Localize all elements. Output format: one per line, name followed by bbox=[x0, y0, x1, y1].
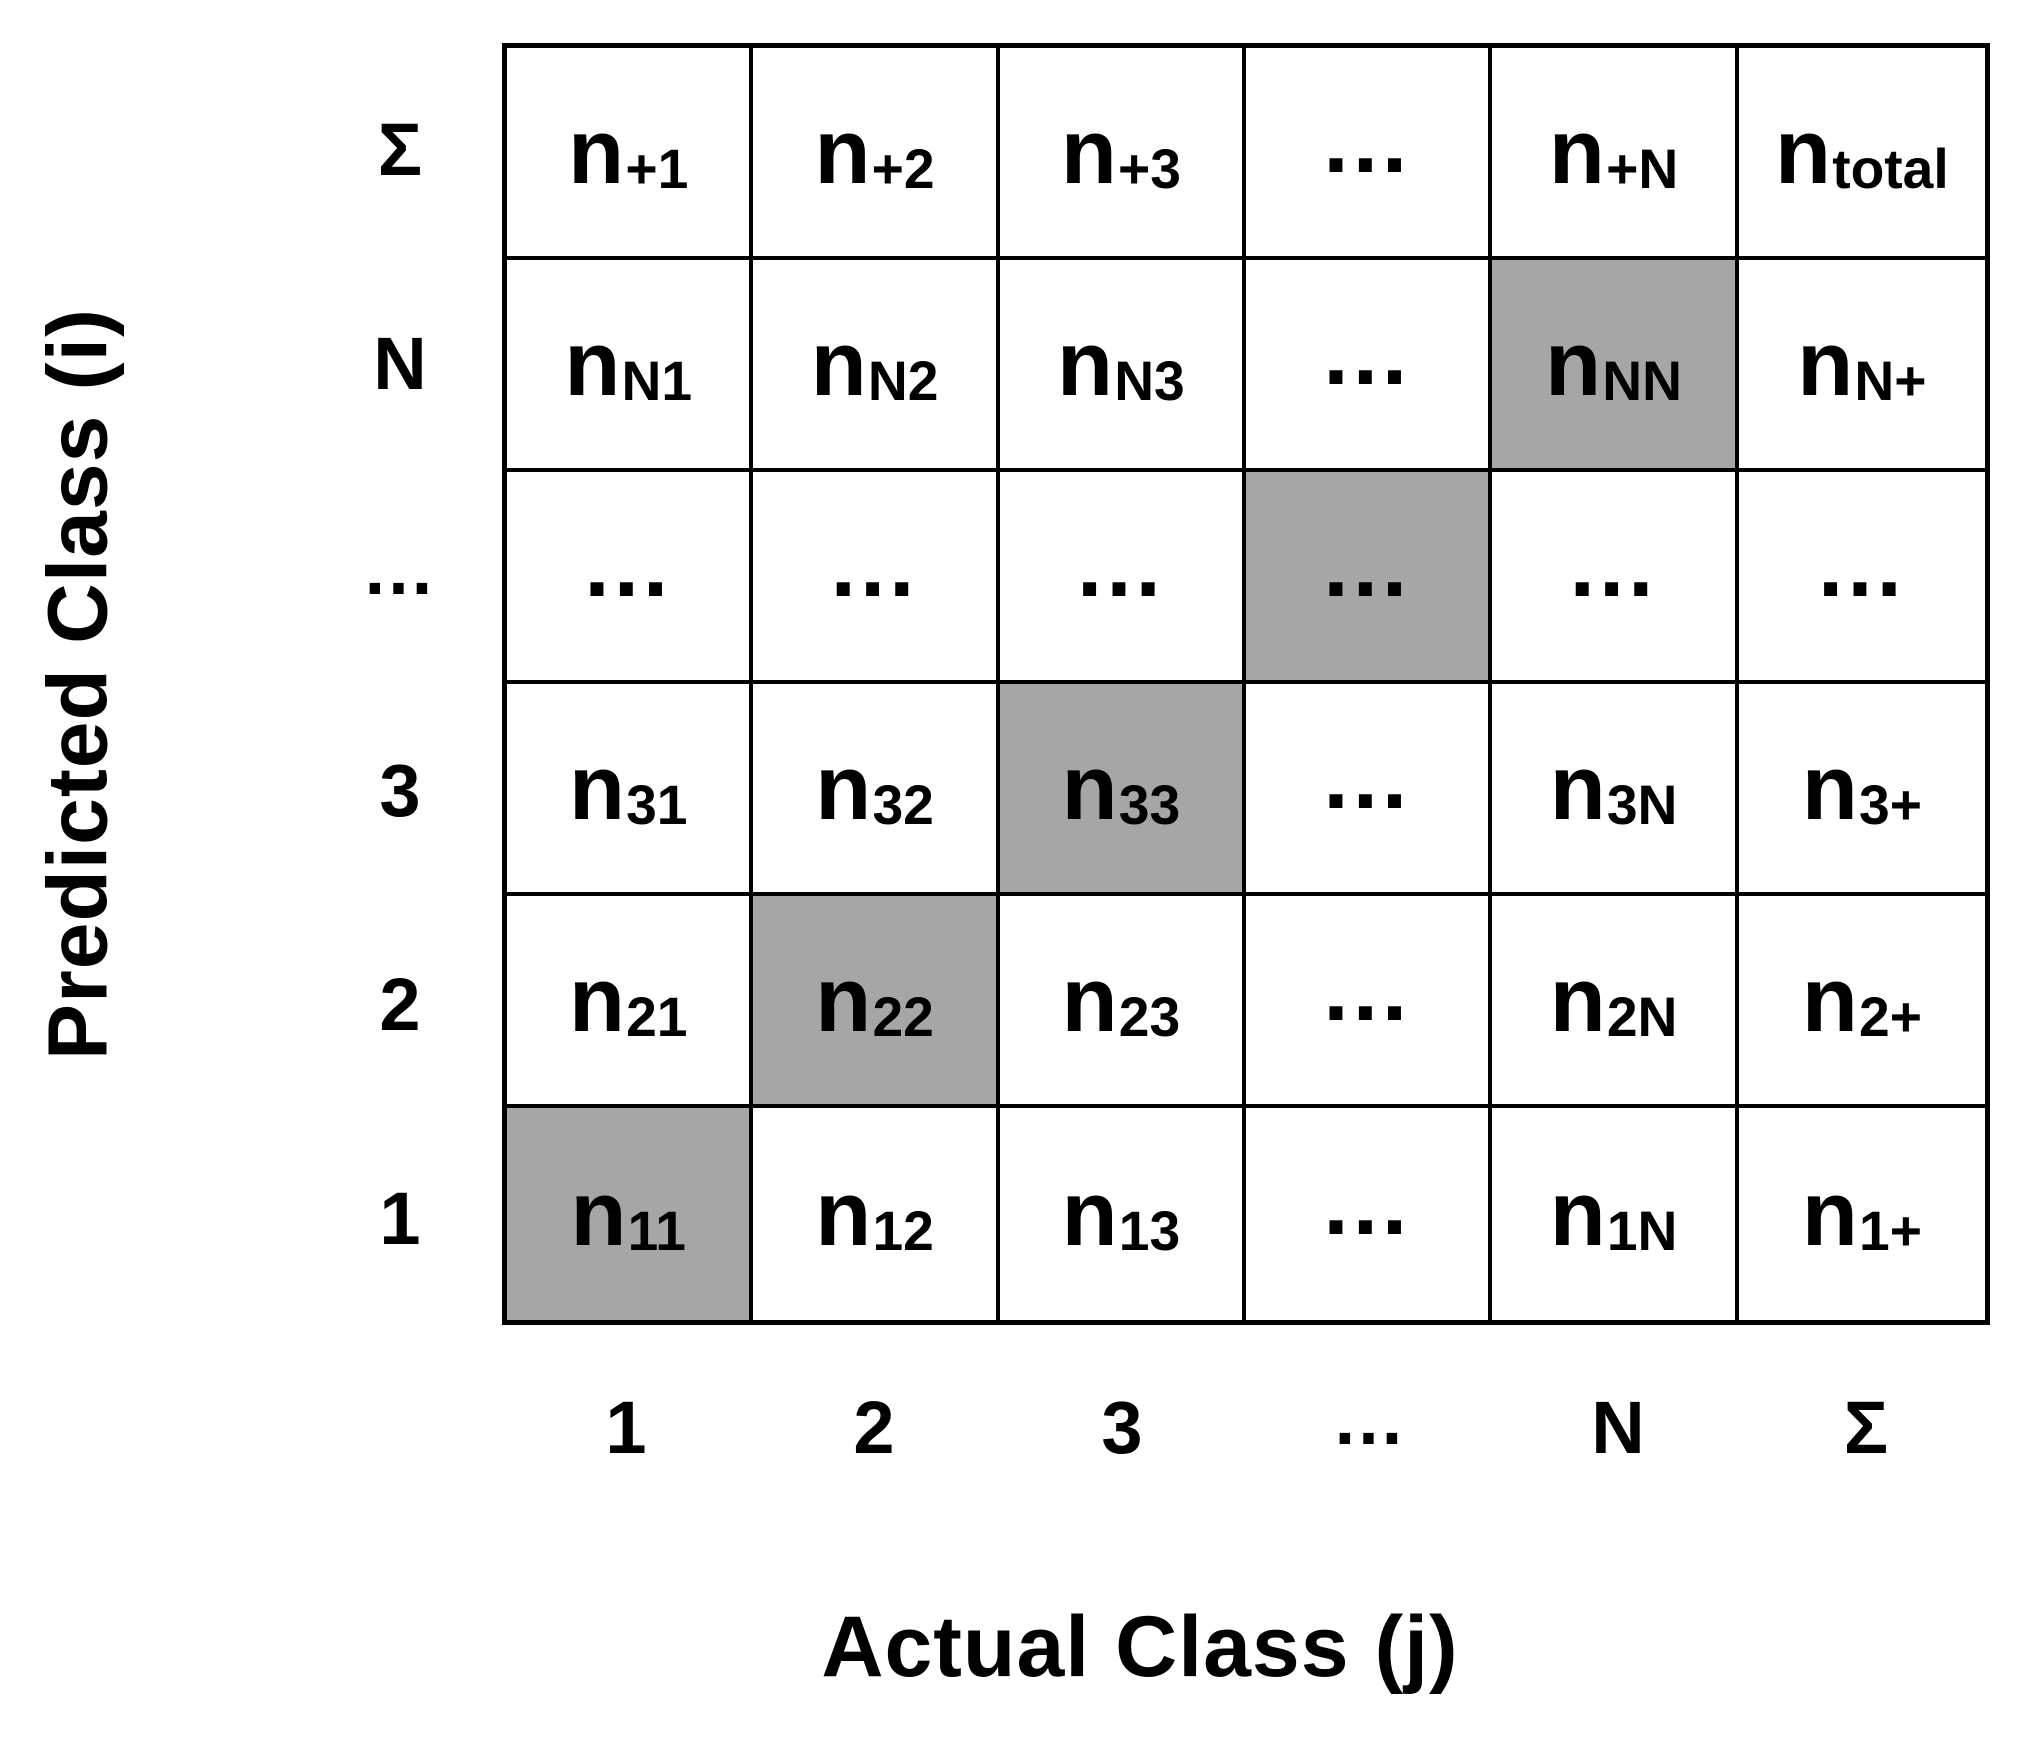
row-label-ellipsis: … bbox=[361, 526, 439, 610]
col-label-N: N bbox=[1591, 1385, 1645, 1469]
col-labels: 1 2 3 … N Σ bbox=[502, 1372, 1990, 1482]
col-label-ellipsis: … bbox=[1331, 1376, 1409, 1460]
matrix-cell: n+2 bbox=[753, 48, 1000, 260]
y-axis-label: Predicted Class (i) bbox=[30, 308, 125, 1060]
matrix-cell-diagonal: … bbox=[1245, 472, 1493, 684]
matrix-cell: … bbox=[1245, 1108, 1493, 1320]
matrix-cell: … bbox=[1492, 472, 1739, 684]
matrix-cell: n+1 bbox=[507, 48, 754, 260]
x-axis-label: Actual Class (j) bbox=[821, 1599, 1459, 1695]
row-labels: Σ N … 3 2 1 bbox=[320, 43, 480, 1325]
col-label-3: 3 bbox=[1101, 1385, 1143, 1469]
col-label-sum: Σ bbox=[1843, 1385, 1889, 1469]
matrix-cell: … bbox=[507, 472, 754, 684]
matrix-cell: … bbox=[1245, 896, 1493, 1108]
matrix-cell: … bbox=[1245, 48, 1493, 260]
row-label-sum: Σ bbox=[377, 108, 423, 192]
matrix-cell: … bbox=[1245, 684, 1493, 896]
matrix-cell: n+N bbox=[1492, 48, 1739, 260]
matrix-cell: … bbox=[1245, 260, 1493, 472]
col-label-2: 2 bbox=[853, 1385, 895, 1469]
row-label-3: 3 bbox=[379, 749, 421, 833]
matrix-cell: … bbox=[753, 472, 1000, 684]
row-label-1: 1 bbox=[379, 1176, 421, 1260]
matrix-cell: … bbox=[1738, 472, 1985, 684]
matrix-cell: … bbox=[999, 472, 1246, 684]
matrix-cell: n+3 bbox=[999, 48, 1246, 260]
col-label-1: 1 bbox=[605, 1385, 647, 1469]
row-label-2: 2 bbox=[379, 962, 421, 1046]
row-label-N: N bbox=[373, 321, 427, 405]
